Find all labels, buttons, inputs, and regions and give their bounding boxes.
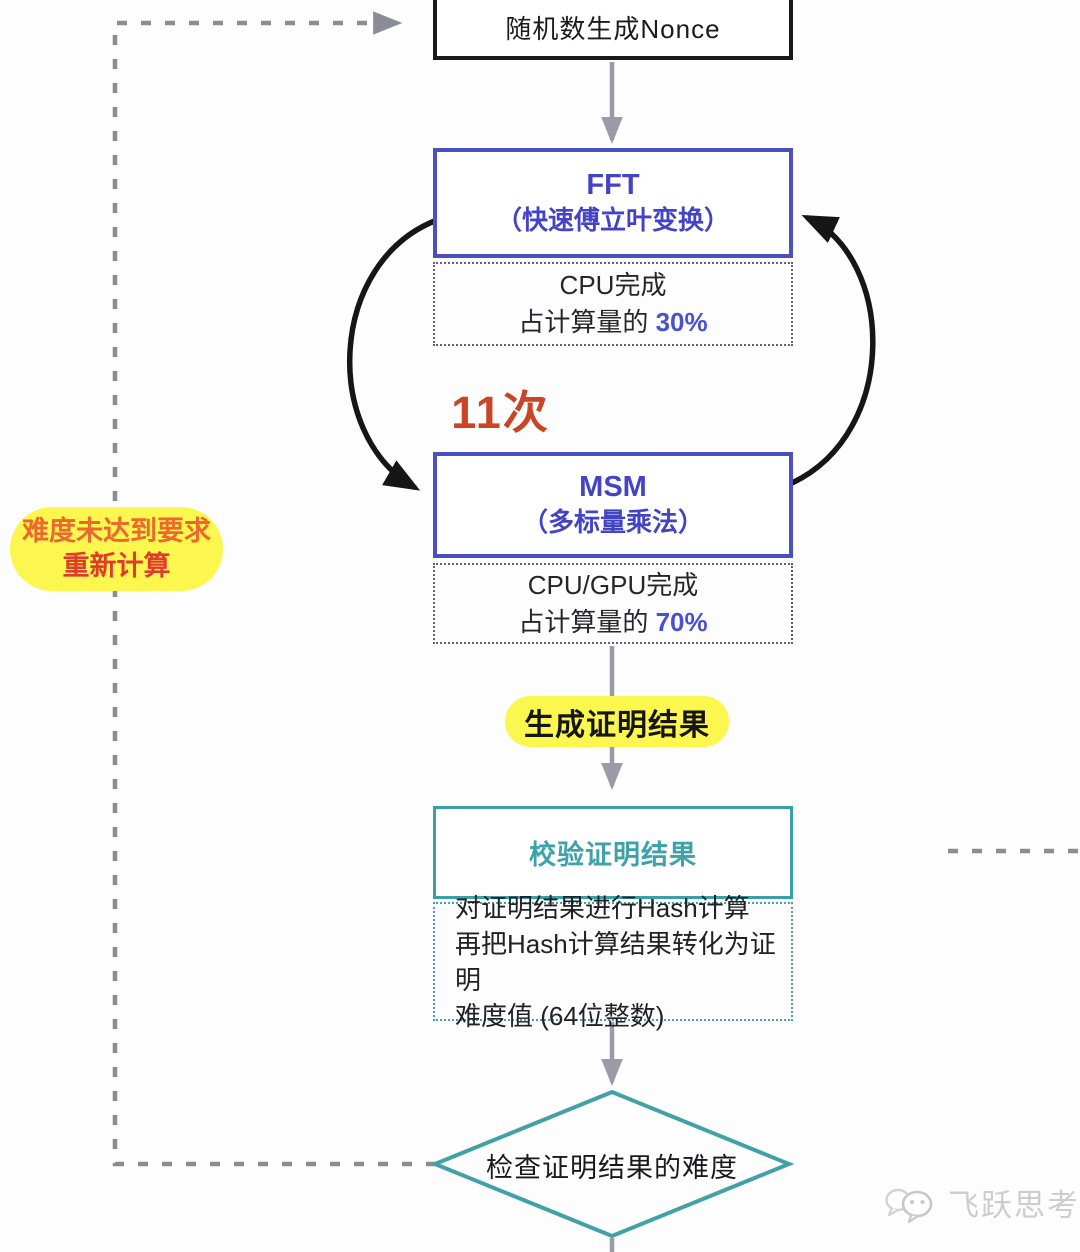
fft-subtitle: （快速傅立叶变换） xyxy=(495,205,730,235)
msm-title: MSM xyxy=(579,471,647,503)
verify-proof-box: 校验证明结果 xyxy=(433,806,793,899)
loop-arc-msm-to-fft xyxy=(789,214,876,486)
msm-note-box: CPU/GPU完成 占计算量的 70% xyxy=(433,563,793,644)
fft-note-box: CPU完成 占计算量的 30% xyxy=(433,262,793,346)
msm-note-line2-prefix: 占计算量的 xyxy=(518,606,656,637)
loop-count-label: 11次 xyxy=(451,387,550,438)
nonce-label: 随机数生成Nonce xyxy=(505,13,721,44)
check-difficulty-diamond xyxy=(429,1089,795,1239)
verify-note-line3: 难度值 (64位整数) xyxy=(455,1000,665,1031)
retry-bubble: 难度未达到要求 重新计算 xyxy=(10,507,223,591)
verify-proof-label: 校验证明结果 xyxy=(529,840,697,870)
fft-note-percent: 30% xyxy=(655,307,708,337)
retry-bubble-line2: 重新计算 xyxy=(62,551,171,581)
loop-arc-fft-to-msm xyxy=(347,217,440,491)
verify-note-line1: 对证明结果进行Hash计算 xyxy=(455,892,750,923)
msm-note-line2: 占计算量的 70% xyxy=(518,604,707,641)
msm-note-line1: CPU/GPU完成 xyxy=(527,569,699,600)
nonce-box: 随机数生成Nonce xyxy=(433,0,793,60)
msm-subtitle: （多标量乘法） xyxy=(521,507,704,537)
wechat-icon xyxy=(885,1188,933,1224)
retry-feedback-dashed-arrow xyxy=(112,11,436,1167)
fft-note-line1: CPU完成 xyxy=(559,270,667,300)
msm-box: MSM （多标量乘法） xyxy=(433,452,793,558)
verify-note-box: 对证明结果进行Hash计算 再把Hash计算结果转化为证明 难度值 (64位整数… xyxy=(433,893,793,1031)
verify-note-line2: 再把Hash计算结果转化为证明 xyxy=(455,928,776,995)
fft-note-line2-prefix: 占计算量的 xyxy=(518,307,656,337)
fft-box: FFT （快速傅立叶变换） xyxy=(433,148,793,258)
retry-bubble-line1: 难度未达到要求 xyxy=(22,516,211,546)
generate-proof-pill: 生成证明结果 xyxy=(505,696,729,747)
msm-note-percent: 70% xyxy=(655,606,708,637)
generate-proof-label: 生成证明结果 xyxy=(524,708,710,742)
check-difficulty-label: 检查证明结果的难度 xyxy=(486,1153,738,1183)
watermark: 飞跃思考 xyxy=(884,1172,1080,1232)
fft-title: FFT xyxy=(586,169,640,201)
watermark-text: 飞跃思考 xyxy=(948,1187,1080,1223)
fft-note-line2: 占计算量的 30% xyxy=(518,304,707,341)
